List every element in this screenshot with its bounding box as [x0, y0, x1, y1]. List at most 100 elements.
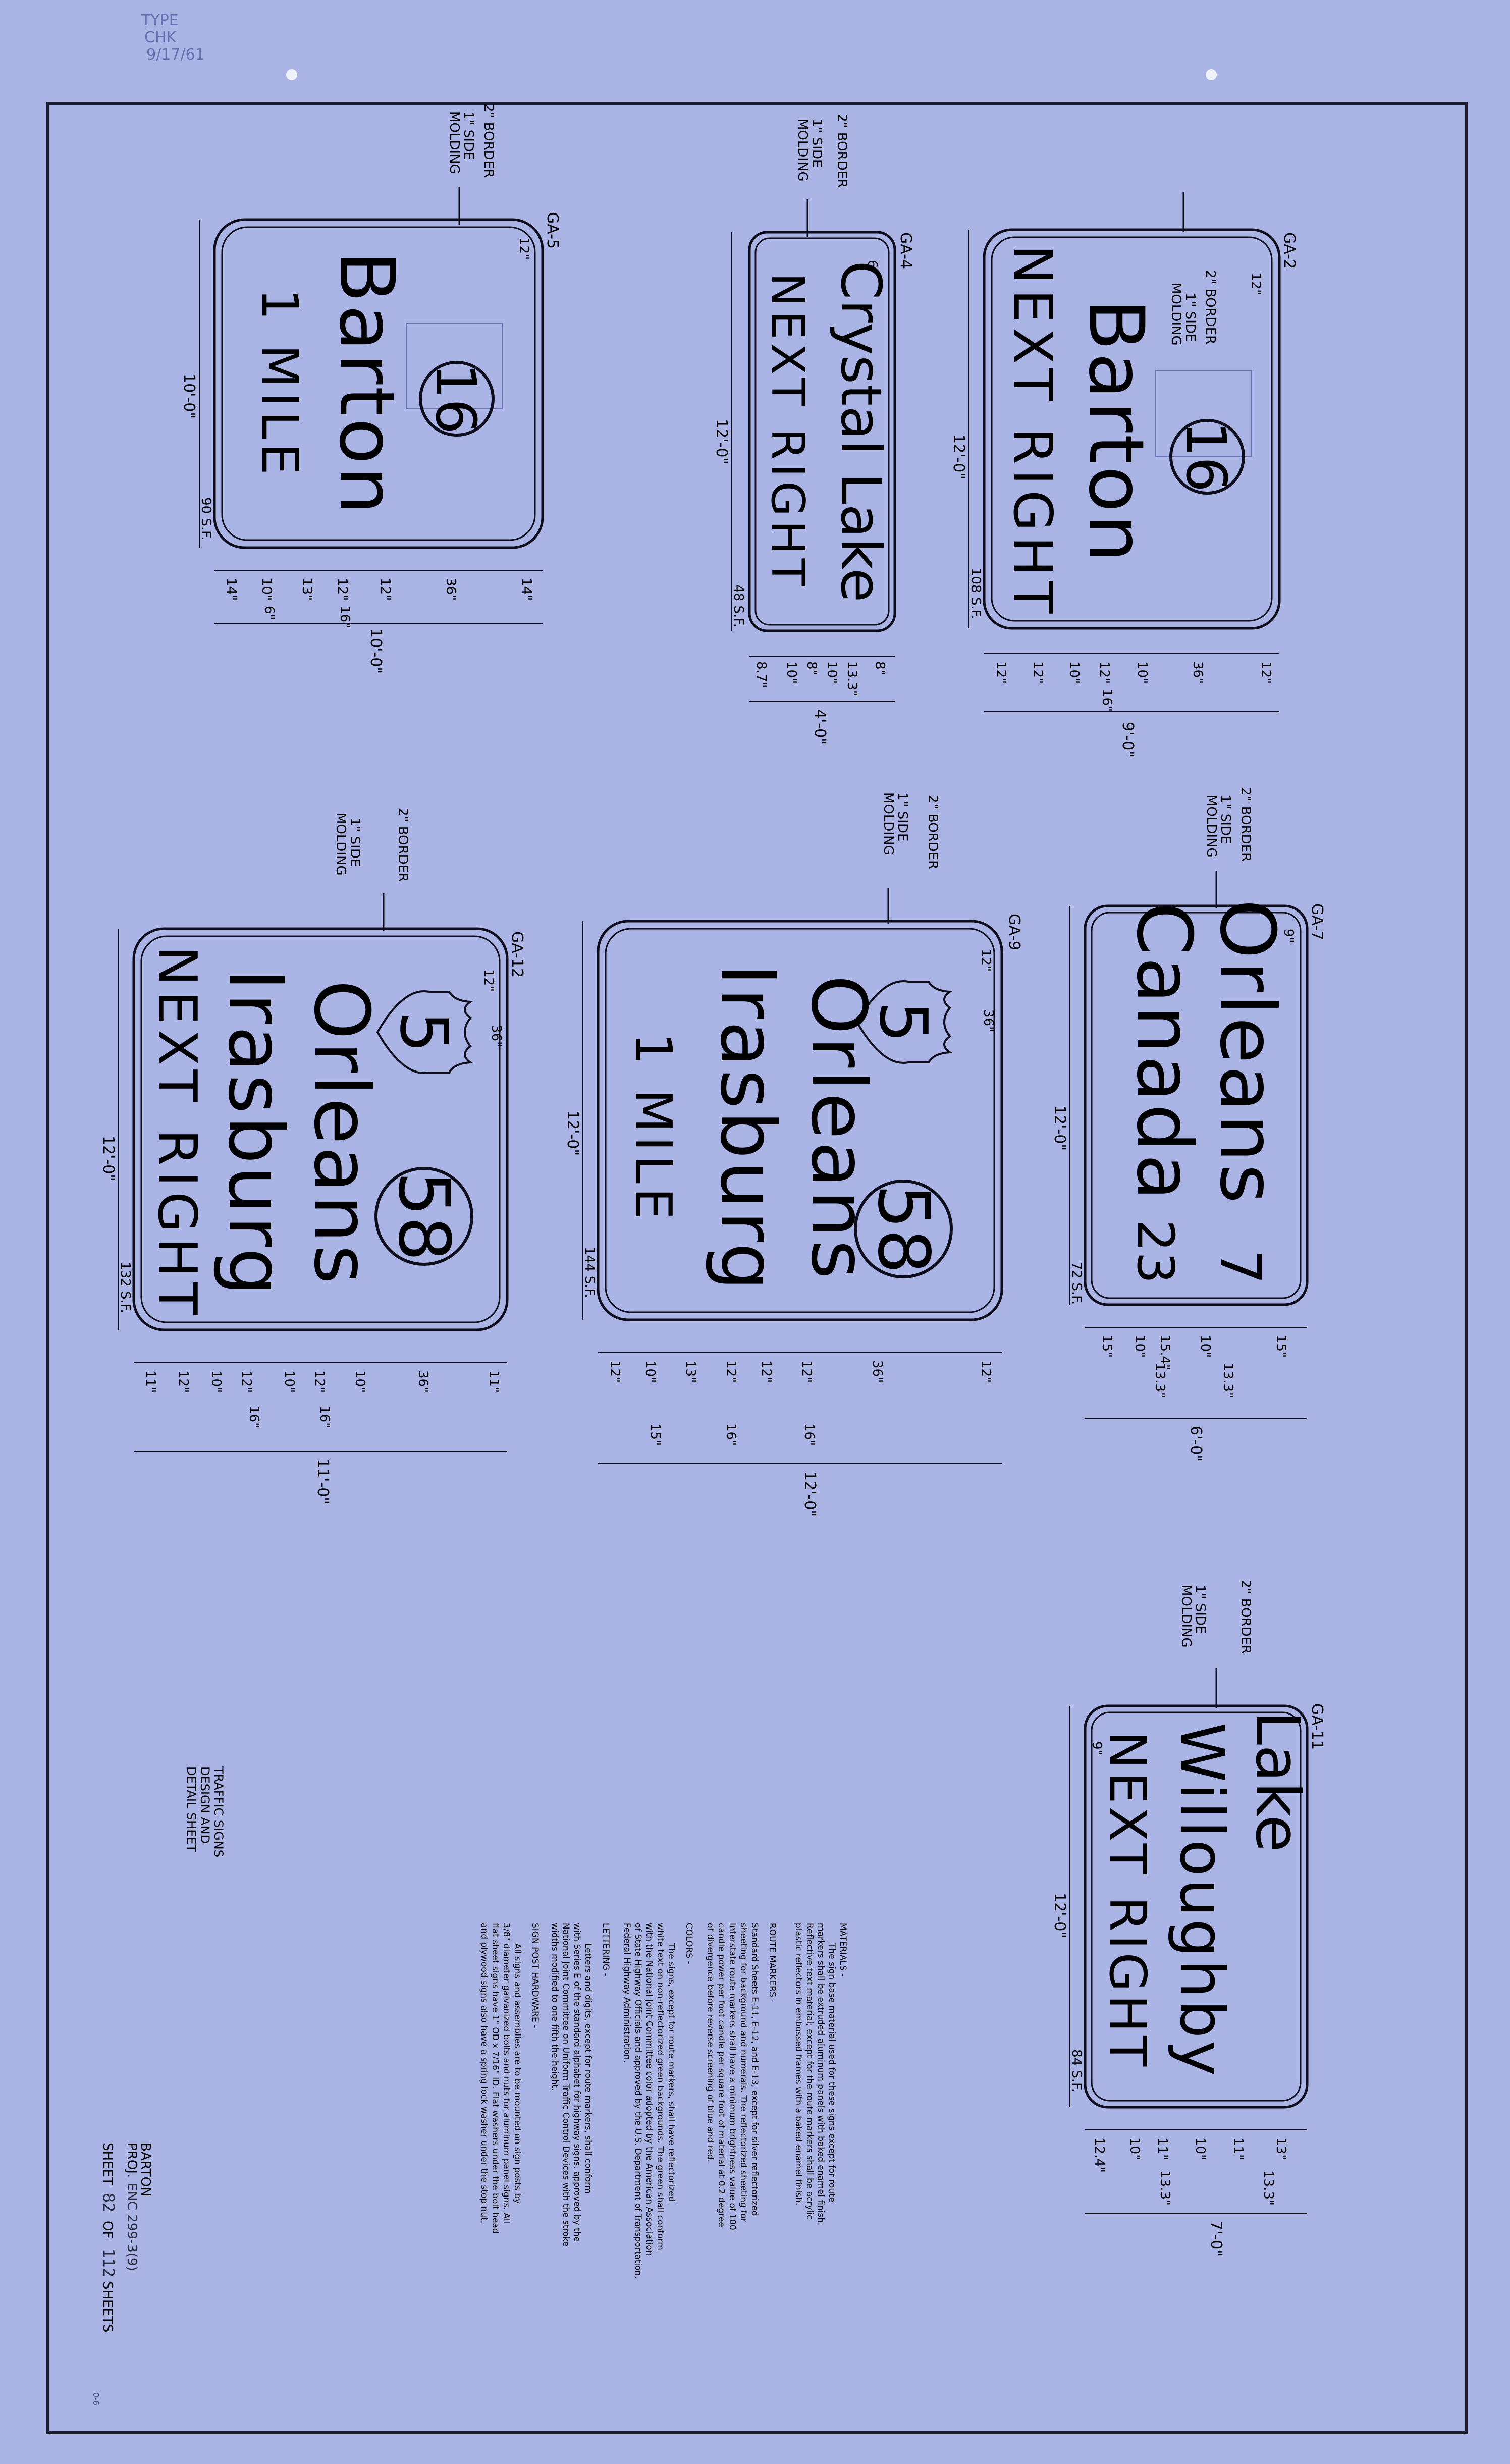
height-dimension: 12'-0" — [950, 434, 967, 479]
width-dimension: 10'-0" — [367, 628, 385, 674]
molding-label: MOLDING — [333, 813, 348, 876]
dimension-label: 10" — [784, 661, 799, 684]
dimension-label: 12" — [378, 578, 393, 601]
dimension-label: 6" — [261, 606, 277, 620]
dimension-label: 11" — [143, 1370, 158, 1393]
dimension-label: 12.4" — [1092, 2137, 1107, 2173]
shield-route-number: 5 — [386, 1011, 462, 1053]
height-dimension: 12'-0" — [1051, 1105, 1068, 1151]
dimension-label: 13.3" — [1220, 1363, 1235, 1398]
dimension-label: 10" — [824, 661, 839, 684]
dimension-label: 13.3" — [844, 661, 859, 697]
town-name: BARTON — [138, 2142, 153, 2197]
destination-text: Crystal Lake — [829, 261, 893, 603]
route-markers-note-line: candle power per foot candle per square … — [716, 1923, 726, 2227]
molding-label: 1" SIDE — [1193, 1585, 1208, 1634]
dimension-label: 10" — [1127, 2137, 1142, 2160]
dimension-label: 13.3" — [1152, 1363, 1167, 1398]
reviewer-stamp: TYPE CHK 9/17/61 — [141, 12, 205, 64]
height-dimension: 12'-0" — [713, 419, 730, 464]
title-block: TRAFFIC SIGNS DESIGN AND DETAIL SHEET BA… — [91, 1766, 226, 2405]
dimension-label: 12" — [176, 1370, 191, 1393]
dimension-label: 12" — [1030, 661, 1045, 684]
drawing-code: 0-6 — [91, 2392, 101, 2405]
route-marker-circle — [854, 1180, 953, 1278]
dimension-label: 8" — [872, 661, 887, 676]
sign-id-label: GA-9 — [1005, 914, 1023, 950]
molding-label: 1" SIDE — [809, 119, 824, 168]
molding-label: MOLDING — [1178, 1585, 1194, 1648]
dimension-label: 10" — [1193, 2137, 1208, 2160]
colors-heading: COLORS - — [684, 1923, 694, 1964]
dimension-label: 36" — [1190, 661, 1205, 684]
shield-route-number: 5 — [865, 1001, 942, 1043]
dimension-label: 13.3" — [1157, 2170, 1172, 2206]
molding-label: MOLDING — [1168, 283, 1183, 346]
dimension-label: 12" — [723, 1360, 738, 1383]
route-markers-note-line: of divergence before reverse screening o… — [705, 1923, 715, 2162]
sheet-border — [46, 102, 1468, 2434]
corner-radius-label: 12" — [1248, 273, 1263, 295]
sign-id-label: GA-2 — [1280, 232, 1298, 269]
area-label: 90 S.F. — [198, 497, 213, 540]
sign-id-label: GA-12 — [508, 931, 526, 978]
dimension-label: 12" — [312, 1370, 327, 1393]
lettering-note-line: National Joint Committee on Uniform Traf… — [561, 1923, 571, 2246]
corner-radius-label: 9" — [1281, 929, 1296, 943]
route-number: 16 — [1174, 421, 1238, 492]
corner-radius-label: 12" — [978, 949, 993, 972]
area-label: 108 S.F. — [968, 568, 983, 619]
dimension-label: 8" — [804, 661, 819, 676]
route-marker-circle — [419, 361, 495, 437]
colors-note-line: Federal Highway Administration. — [622, 1923, 632, 2063]
dimension-label: 16" — [723, 1423, 738, 1446]
molding-label: MOLDING — [881, 792, 896, 855]
corner-radius-label: 12" — [516, 237, 531, 260]
shield-dimension: 36" — [489, 1025, 504, 1047]
destination-text: Canada — [1120, 902, 1208, 1203]
area-label: 48 S.F. — [731, 584, 746, 627]
route-markers-note-line: sheeting for background and numerals. Th… — [738, 1923, 748, 2222]
border-label: 2" BORDER — [395, 808, 410, 882]
lettering-heading: LETTERING - — [601, 1923, 611, 1976]
destination-text: Willoughby — [1166, 1723, 1236, 2078]
distance-text: 1 MILE — [250, 288, 309, 479]
dimension-label: 13" — [299, 578, 314, 601]
molding-label: 1" SIDE — [895, 792, 910, 841]
project-number: ENC 299-3(9) — [124, 2183, 139, 2271]
dimension-label: 16" — [801, 1423, 817, 1446]
lettering-note-line: widths modified to one fifth the height. — [550, 1923, 560, 2091]
dimension-label: 36" — [870, 1360, 885, 1383]
sign-id-label: GA-5 — [544, 212, 561, 249]
destination-text: Orleans — [794, 975, 882, 1281]
dimension-label: 36" — [415, 1370, 430, 1393]
colors-note-line: with the National Joint Committee color … — [644, 1923, 654, 2256]
molding-label: 1" SIDE — [461, 111, 476, 160]
materials-note-line: plastic reflectors in embossed frames wi… — [793, 1923, 803, 2205]
dimension-label: 16" — [246, 1406, 261, 1428]
width-dimension: 7'-0" — [1207, 2221, 1225, 2257]
width-dimension: 9'-0" — [1119, 722, 1137, 758]
molding-label: 1" SIDE — [347, 818, 362, 867]
sign-id-label: GA-4 — [897, 232, 914, 269]
sheet-prefix: SHEET — [100, 2142, 115, 2185]
stamp-line-1: TYPE — [141, 12, 179, 29]
route-marker-circle — [374, 1167, 473, 1266]
dimension-label: 10" — [642, 1360, 658, 1383]
materials-heading: MATERIALS - — [838, 1923, 848, 1976]
area-label: 132 S.F. — [118, 1262, 133, 1313]
dimension-label: 13.3" — [1261, 2170, 1276, 2206]
dimension-label: 10" — [1066, 661, 1082, 684]
route-markers-note-line: Standard Sheets E-11, E-12, and E-13, ex… — [749, 1923, 760, 2216]
dimension-label: 16" — [317, 1406, 332, 1428]
molding-label: 1" SIDE — [1182, 293, 1198, 342]
sign-ga-11: Lake Willoughby NEXT RIGHT GA-11 9" 2" B… — [1051, 1580, 1326, 2257]
dimension-label: 16" — [337, 606, 352, 628]
border-label: 2" BORDER — [834, 114, 849, 188]
sheet-total: 112 — [99, 2248, 117, 2277]
dimension-label: 10" — [352, 1370, 367, 1393]
border-label: 2" BORDER — [481, 103, 496, 178]
dimension-label: 15" — [1099, 1335, 1114, 1358]
area-label: 84 S.F. — [1069, 2049, 1084, 2092]
route-markers-heading: ROUTE MARKERS - — [767, 1923, 777, 2003]
